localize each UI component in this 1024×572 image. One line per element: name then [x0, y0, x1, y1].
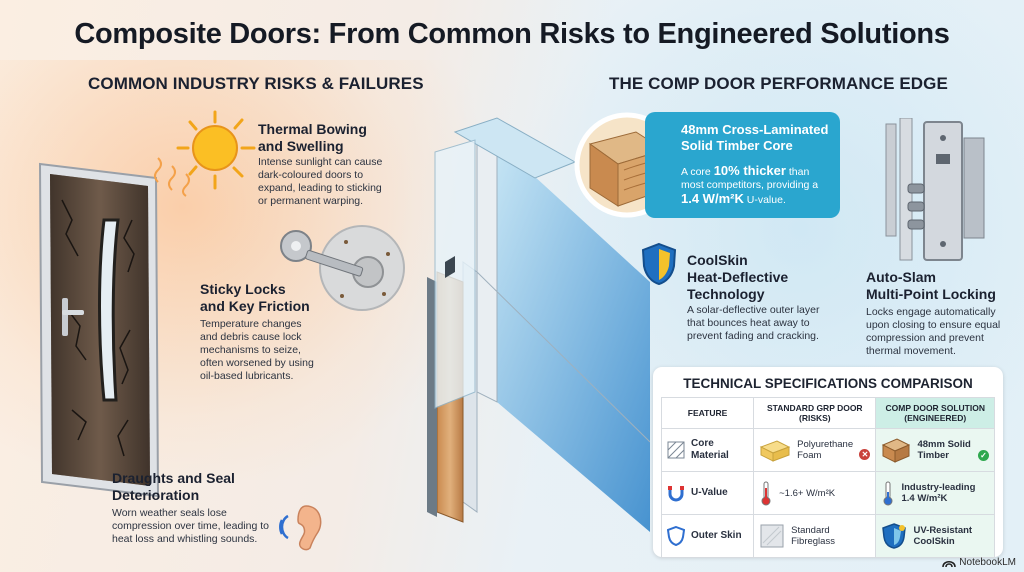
cracked-door-illustration [38, 162, 160, 498]
door-cross-section-illustration [427, 117, 650, 532]
table-row: Core Material Polyurethane Foam ✕ 48mm S… [660, 428, 995, 472]
thermometer-hot-icon [761, 481, 771, 506]
coolskin-title: CoolSkin Heat-Deflective Technology [687, 252, 789, 302]
table-row: U-Value ~1.6+ W/m²K Industry-leading 1.4… [660, 471, 995, 515]
foam-block-icon [759, 440, 791, 462]
small-shield-icon [667, 526, 685, 546]
notebooklm-logo: NotebookLM [942, 556, 1016, 568]
hatched-square-icon [667, 441, 685, 459]
header-feature: FEATURE [660, 397, 755, 429]
comp-uvalue: Industry-leading 1.4 W/m²K [901, 482, 976, 504]
check-icon: ✓ [978, 450, 989, 461]
callout-body: A core 10% thicker than most competitors… [681, 163, 819, 206]
key-lock-illustration [280, 225, 405, 311]
risks-heading: COMMON INDUSTRY RISKS & FAILURES [88, 74, 424, 93]
page-title: Composite Doors: From Common Risks to En… [74, 18, 950, 50]
comp-skin: UV-Resistant CoolSkin [913, 525, 973, 547]
table-row: Outer Skin Standard Fibreglass UV-Resist… [660, 514, 995, 558]
table-title: TECHNICAL SPECIFICATIONS COMPARISON [683, 376, 973, 391]
comp-core: 48mm Solid Timber [917, 439, 971, 461]
ear-icon [279, 505, 322, 551]
risk-draughts-body: Worn weather seals lose compression over… [112, 507, 269, 545]
specs-grid: FEATURE STANDARD GRP DOOR (RISKS) COMP D… [660, 397, 995, 558]
risk-thermal-body: Intense sunlight can cause dark-coloured… [258, 156, 383, 207]
cross-icon: ✕ [859, 449, 871, 460]
risk-thermal-title: Thermal Bowing and Swelling [258, 121, 367, 154]
standard-skin: Standard Fibreglass [791, 525, 835, 547]
feature-uvalue: U-Value [691, 487, 728, 498]
standard-core: Polyurethane Foam [797, 439, 854, 461]
timber-block-icon [882, 438, 911, 463]
multipoint-lock-illustration [885, 118, 985, 261]
header-standard: STANDARD GRP DOOR (RISKS) [753, 397, 877, 429]
timber-core-callout: 48mm Cross-Laminated Solid Timber Core A… [645, 112, 840, 218]
autoslam-title: Auto-Slam Multi-Point Locking [866, 269, 996, 302]
coolskin-body: A solar-deflective outer layer that boun… [687, 304, 820, 342]
notebooklm-icon [942, 560, 957, 568]
thermometer-cool-icon [883, 481, 893, 506]
header-comp: COMP DOOR SOLUTION (ENGINEERED) [875, 397, 995, 429]
callout-title: 48mm Cross-Laminated Solid Timber Core [681, 122, 829, 153]
standard-uvalue: ~1.6+ W/m²K [779, 487, 836, 499]
fibreglass-icon [760, 524, 784, 548]
feature-core: Core Material [691, 438, 729, 461]
shield-icon [641, 242, 677, 286]
sun-icon [154, 110, 256, 197]
brand-label: NotebookLM [959, 556, 1016, 568]
risk-locks-body: Temperature changes and debris cause loc… [200, 318, 314, 382]
feature-skin: Outer Skin [691, 530, 742, 541]
table-header-row: FEATURE STANDARD GRP DOOR (RISKS) COMP D… [660, 397, 995, 429]
risk-locks-title: Sticky Locks and Key Friction [200, 281, 310, 314]
risk-draughts-title: Draughts and Seal Deterioration [112, 470, 235, 503]
autoslam-body: Locks engage automatically upon closing … [866, 306, 1001, 357]
magnet-icon [668, 486, 684, 502]
coolskin-shield-icon [882, 523, 907, 549]
specs-comparison-table: TECHNICAL SPECIFICATIONS COMPARISON FEAT… [653, 367, 1003, 558]
performance-heading: THE COMP DOOR PERFORMANCE EDGE [609, 74, 948, 93]
